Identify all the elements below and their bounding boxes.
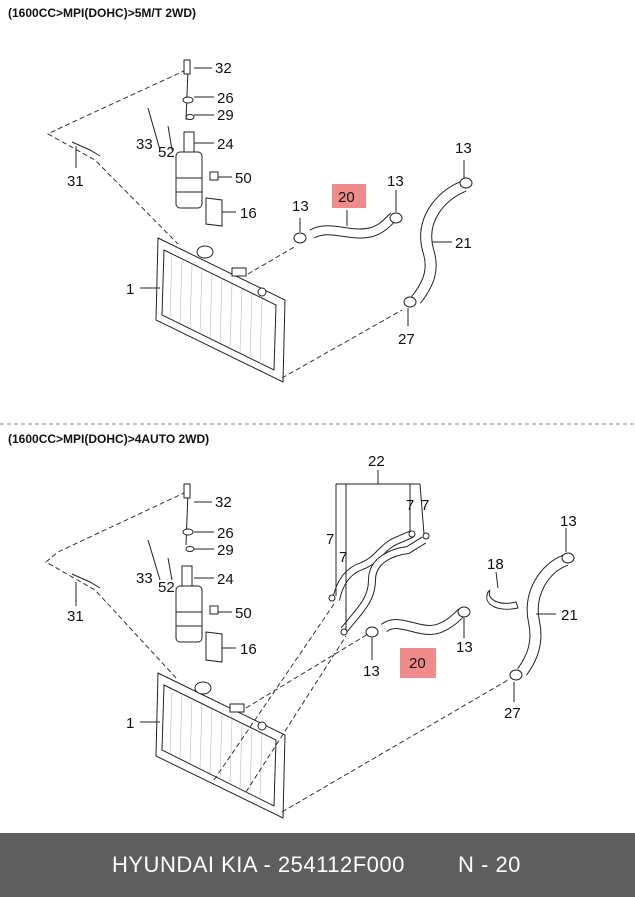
section-2-drawing: 22 7 7 7 7 32 26 29 33 52 24 31 50 16 13… [45, 453, 578, 819]
section-2-header: (1600CC>MPI(DOHC)>4AUTO 2WD) [8, 432, 210, 446]
highlight-box [332, 184, 366, 208]
callout-label: 21 [561, 607, 578, 624]
callout-label: 24 [217, 571, 234, 588]
callout-label: 20 [338, 189, 355, 206]
callout-label: 27 [398, 331, 415, 348]
section-1-header: (1600CC>MPI(DOHC)>5M/T 2WD) [8, 6, 197, 20]
callout-label: 7 [421, 497, 429, 514]
callout-label: 7 [326, 531, 334, 548]
callout-label: 52 [158, 144, 175, 161]
callout-label: 13 [456, 639, 473, 656]
callout-label: 7 [339, 549, 347, 566]
callout-label: 16 [240, 205, 257, 222]
callout-label: 20 [409, 655, 426, 672]
callout-label: 52 [158, 579, 175, 596]
callout-label: 22 [368, 453, 385, 470]
callout-label: 33 [136, 570, 153, 587]
callout-label: 13 [387, 173, 404, 190]
callout-label: 31 [67, 608, 84, 625]
reservoir-2 [175, 565, 223, 663]
radiator-1 [155, 237, 286, 383]
callout-label: 24 [217, 136, 234, 153]
callout-label: 1 [126, 281, 134, 298]
callout-label: 18 [487, 556, 504, 573]
callout-label: 7 [406, 497, 414, 514]
callout-label: 31 [67, 173, 84, 190]
callout-label: 13 [363, 663, 380, 680]
callout-label: 50 [235, 170, 252, 187]
parts-diagram: 32 26 29 33 52 24 31 50 16 13 20 13 13 2… [0, 59, 635, 819]
callout-label: 13 [560, 513, 577, 530]
callout-label: 13 [455, 140, 472, 157]
callout-label: 21 [455, 235, 472, 252]
part-number-text: HYUNDAI KIA - 254112F000 [112, 852, 405, 877]
page-indicator: N - 20 [458, 852, 521, 877]
callout-label: 16 [240, 641, 257, 658]
callout-label: 29 [217, 107, 234, 124]
reservoir-1 [175, 131, 223, 227]
section-1-drawing: 32 26 29 33 52 24 31 50 16 13 20 13 13 2… [46, 59, 473, 383]
callout-label: 27 [504, 705, 521, 722]
callout-label: 1 [126, 715, 134, 732]
callout-label: 33 [136, 136, 153, 153]
callout-label: 50 [235, 605, 252, 622]
callout-label: 32 [215, 60, 232, 77]
callout-label: 26 [217, 90, 234, 107]
radiator-2 [155, 672, 286, 819]
highlight-box [400, 648, 436, 678]
callout-label: 26 [217, 525, 234, 542]
footer-bar: HYUNDAI KIA - 254112F000 N - 20 [0, 833, 635, 897]
callout-label: 29 [217, 542, 234, 559]
callout-label: 32 [215, 494, 232, 511]
callout-label: 13 [292, 198, 309, 215]
